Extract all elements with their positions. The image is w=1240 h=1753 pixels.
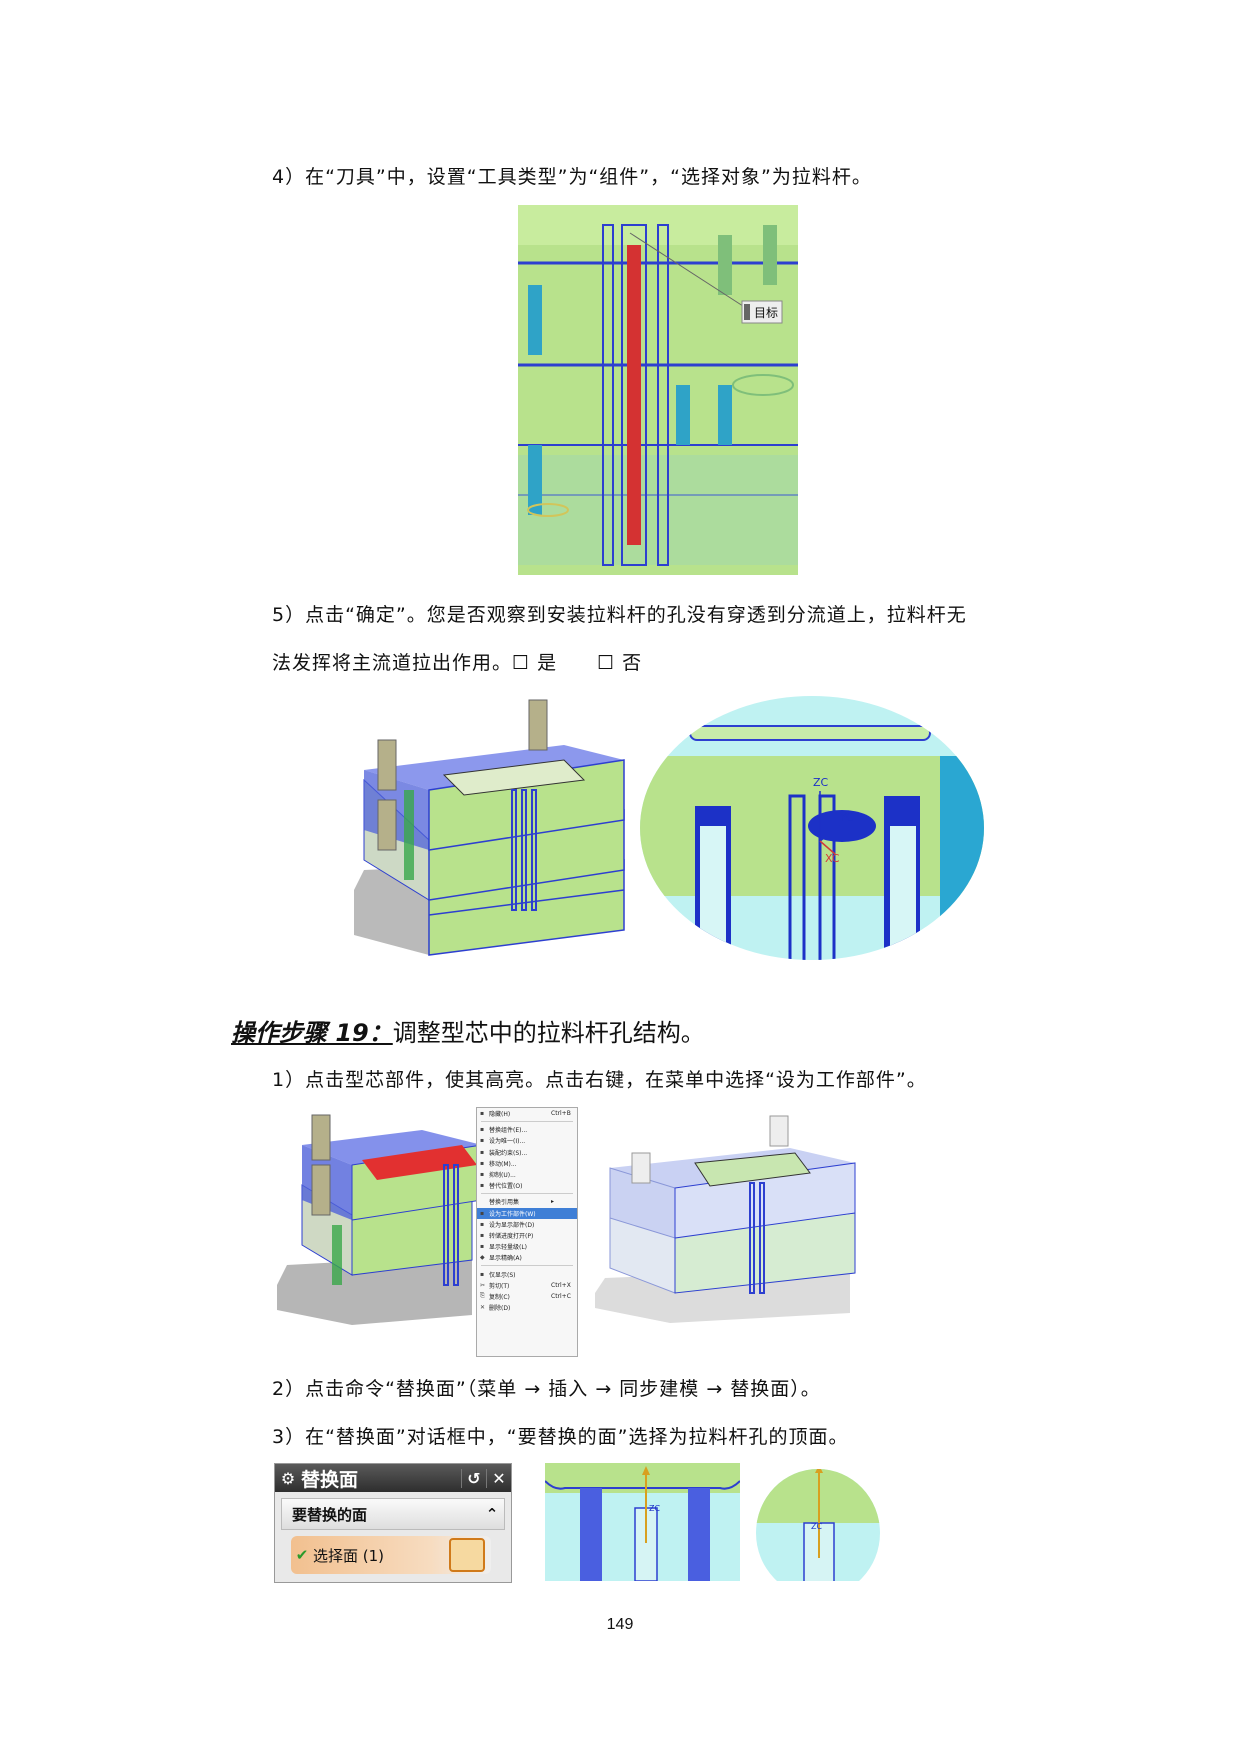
gear-icon[interactable]: ⚙ [280,1468,296,1488]
menu-icon: ▪ [480,1231,485,1239]
menu-item-suppress[interactable]: ▪ 抑制(U)... [477,1169,577,1180]
menu-icon: ▪ [480,1126,485,1134]
target-label: 目标 [754,306,778,320]
step-19-text: 调整型芯中的拉料杆孔结构。 [392,1019,705,1047]
menu-item-make-unique[interactable]: ▪ 设为唯一(I)... [477,1135,577,1146]
menu-item-make-displayed-part[interactable]: ▪ 设为显示部件(D) [477,1219,577,1230]
menu-icon: ▪ [480,1148,485,1156]
menu-icon: ▪ [480,1137,485,1145]
figure-core-highlight [277,1114,483,1325]
select-face-label: 选择面 (1) [313,1546,385,1565]
menu-item-cut[interactable]: ✂剪切(T) Ctrl+X [477,1280,577,1291]
menu-item-show-lightweight[interactable]: ▪ 显示轻量级(L) [477,1241,577,1252]
chevron-up-icon[interactable]: ⌃ [485,1505,499,1523]
menu-item-label: 设为显示部件(D) [489,1221,535,1229]
menu-item-move[interactable]: ▪ 移动(M)... [477,1158,577,1169]
menu-item-label: 隐藏(H) [489,1111,511,1119]
replace-face-dialog: ⚙ 替换面 ↺ ✕ 要替换的面 ⌃ ✔ 选择面 (1) [274,1463,512,1583]
menu-item-label: 仅显示(S) [489,1271,516,1279]
axis-zc-label-zoom: ZC [811,1522,822,1531]
menu-item-label: 替换组件(E)... [489,1127,528,1135]
axis-xc-label: XC [825,852,840,865]
menu-separator [481,1193,573,1195]
menu-item-label: 显示轻量级(L) [489,1244,528,1252]
figure-work-part-mold [595,1115,856,1323]
menu-icon: ▪ [480,1171,485,1179]
close-icon[interactable]: ✕ [486,1468,511,1488]
step-3-text: 3）在“替换面”对话框中，“要替换的面”选择为拉料杆孔的顶面。 [272,1426,849,1448]
axis-zc-label: ZC [813,776,829,789]
axis-yc-label: YC [839,811,854,824]
menu-icon: ▪ [480,1209,485,1217]
face-to-replace-group[interactable]: 要替换的面 ⌃ [281,1498,505,1530]
menu-item-shortcut: Ctrl+X [551,1281,571,1289]
page-number: 149 [606,1616,634,1633]
context-menu: ▪ 隐藏(H) Ctrl+B ▪ 替换组件(E)... ▪ 设为唯一(I)... ▪ 装配… [476,1107,578,1357]
menu-icon: ▪ [480,1270,485,1278]
face-select-cube-icon[interactable] [449,1538,485,1572]
menu-item-show-only[interactable]: ▪ 仅显示(S) [477,1268,577,1279]
dialog-title: 替换面 [301,1468,359,1491]
menu-item-label: 剪切(T) [489,1282,510,1290]
delete-x-icon: ✕ [480,1304,486,1312]
select-face-row[interactable]: ✔ 选择面 (1) [291,1536,491,1574]
menu-item-label: 移动(M)... [489,1160,517,1168]
step-19-label: 操作步骤 19： [231,1019,393,1047]
axis-zc-label: ZC [649,1504,660,1513]
menu-item-label: 抑制(U)... [489,1172,516,1180]
menu-item-assembly-constraints[interactable]: ▪ 装配约束(S)... [477,1147,577,1158]
reset-icon[interactable]: ↺ [461,1468,486,1488]
menu-icon: ▪ [480,1182,485,1190]
figure-mold-isometric [354,699,625,956]
figure-hole-top-zoom: ZC [756,1469,880,1581]
menu-item-alternate-position[interactable]: ▪ 替代位置(O) [477,1180,577,1191]
menu-item-open-progress[interactable]: ▪ 转储进度打开(P) [477,1230,577,1241]
menu-item-label: 装配约束(S)... [489,1149,528,1157]
menu-separator [481,1121,573,1123]
step-19-heading: 操作步骤 19：调整型芯中的拉料杆孔结构。 [231,1013,705,1048]
menu-item-replace-component[interactable]: ▪ 替换组件(E)... [477,1124,577,1135]
menu-separator [481,1265,573,1267]
menu-item-label: 复制(C) [489,1293,510,1301]
menu-item-label: 删除(D) [489,1305,511,1313]
copy-icon: ⎘ [480,1292,485,1300]
menu-icon: ▪ [480,1243,485,1251]
menu-item-label: 显示精确(A) [489,1255,522,1263]
paragraph-5-line-2: 法发挥将主流道拉出作用。☐ 是 ☐ 否 [272,652,643,674]
menu-item-label: 设为唯一(I)... [489,1138,526,1146]
figure-sprue-puller-target: 目标 [518,205,798,575]
figure-hole-zoom: ZC YC XC [640,696,984,960]
figure-replace-face-preview: ZC [545,1463,740,1581]
paragraph-4: 4）在“刀具”中，设置“工具类型”为“组件”，“选择对象”为拉料杆。 [272,166,872,188]
menu-item-label: 设为工作部件(W) [489,1210,536,1218]
menu-icon: ◆ [480,1254,485,1262]
menu-item-shortcut: Ctrl+C [551,1292,571,1300]
menu-item-shortcut: Ctrl+B [551,1110,571,1118]
menu-item-delete[interactable]: ✕删除(D) [477,1302,577,1313]
menu-item-make-work-part[interactable]: ▪ 设为工作部件(W) [477,1207,577,1219]
menu-item-hide[interactable]: ▪ 隐藏(H) Ctrl+B [477,1108,577,1119]
menu-item-label: 替代位置(O) [489,1183,523,1191]
submenu-arrow-icon: ▸ [551,1198,555,1206]
menu-icon: ▪ [480,1159,485,1167]
menu-item-replace-reference-set[interactable]: 替换引用集 ▸ [477,1196,577,1207]
menu-item-show-exact[interactable]: ◆ 显示精确(A) [477,1252,577,1263]
paragraph-5-line-1: 5）点击“确定”。您是否观察到安装拉料杆的孔没有穿透到分流道上，拉料杆无 [272,604,967,626]
menu-item-copy[interactable]: ⎘ 复制(C) Ctrl+C [477,1291,577,1302]
menu-item-label: 替换引用集 [489,1199,520,1207]
menu-icon: ▪ [480,1220,485,1228]
menu-icon: ▪ [480,1110,485,1118]
checkmark-icon: ✔ [295,1546,309,1564]
group-label: 要替换的面 [292,1505,368,1524]
step-1-text: 1）点击型芯部件，使其高亮。点击右键，在菜单中选择“设为工作部件”。 [272,1069,927,1091]
menu-item-label: 转储进度打开(P) [489,1232,534,1240]
scissors-icon: ✂ [480,1281,486,1289]
dialog-titlebar: ⚙ 替换面 ↺ ✕ [275,1464,511,1492]
step-2-text: 2）点击命令“替换面”（菜单 → 插入 → 同步建模 → 替换面）。 [272,1378,821,1400]
